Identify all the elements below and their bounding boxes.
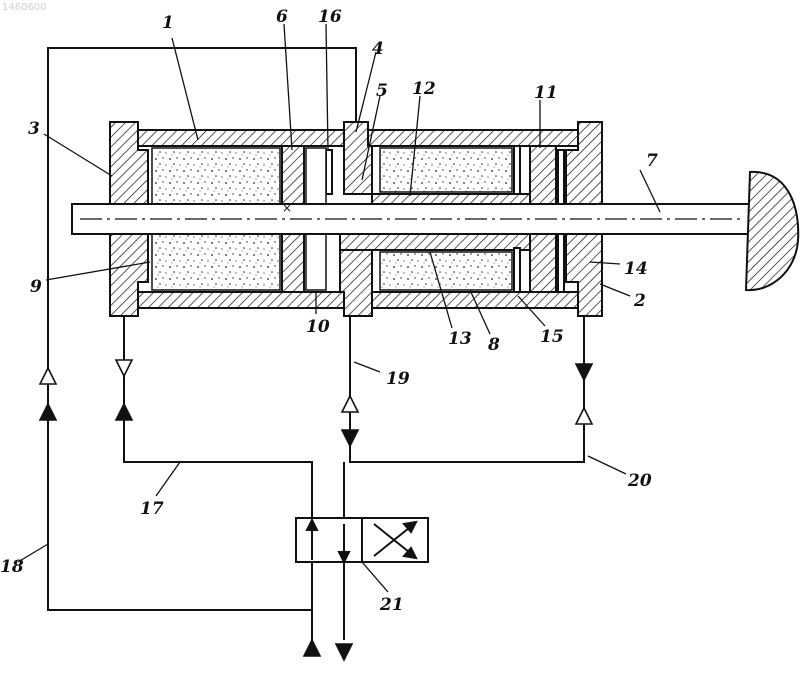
arrow-17-open xyxy=(116,360,132,376)
svg-text:×: × xyxy=(282,201,292,215)
label-10: 10 xyxy=(306,317,330,337)
label-13: 13 xyxy=(448,329,472,349)
label-14: 14 xyxy=(624,259,648,279)
line-17-left xyxy=(124,316,312,518)
label-21: 21 xyxy=(379,595,404,615)
label-7: 7 xyxy=(646,151,658,171)
directional-valve-21 xyxy=(296,518,428,562)
seal-15 xyxy=(514,248,520,292)
chamber-1-upper xyxy=(152,148,280,204)
label-6: 6 xyxy=(276,7,288,27)
label-1: 1 xyxy=(162,13,174,33)
watermark-text: 1460600 xyxy=(2,2,47,13)
flow-arrows xyxy=(40,360,592,660)
arrow-17-solid xyxy=(116,404,132,420)
label-5: 5 xyxy=(376,81,388,101)
arrow-18-open xyxy=(40,368,56,384)
arrow-20-solid xyxy=(576,364,592,380)
label-8: 8 xyxy=(487,335,500,355)
arrow-outlet xyxy=(336,644,352,660)
label-19: 19 xyxy=(386,369,410,389)
chamber-8-lower xyxy=(380,252,512,290)
seal-16 xyxy=(326,150,332,194)
label-17: 17 xyxy=(140,499,164,519)
seal-15-top xyxy=(514,146,520,194)
valve-left-box xyxy=(296,518,362,562)
piston-11-lower xyxy=(530,234,556,292)
center-port-block xyxy=(344,122,372,194)
arrow-19-open xyxy=(342,396,358,412)
piston-6-upper xyxy=(282,146,304,204)
arrow-inlet xyxy=(304,640,320,656)
chamber-9-lower xyxy=(152,234,280,290)
arrow-20-open xyxy=(576,408,592,424)
rod-load-end xyxy=(746,172,798,290)
label-9: 9 xyxy=(30,277,42,297)
arrow-18-solid xyxy=(40,404,56,420)
label-4: 4 xyxy=(372,39,384,59)
label-12: 12 xyxy=(412,79,436,99)
center-port-block-lower xyxy=(340,250,372,316)
piston-11-upper xyxy=(530,146,556,204)
piston-6-lower xyxy=(282,234,304,292)
label-16: 16 xyxy=(318,7,342,27)
inner-sleeve-upper xyxy=(372,194,532,204)
label-20: 20 xyxy=(627,471,652,491)
label-18: 18 xyxy=(0,557,24,577)
label-15: 15 xyxy=(540,327,564,347)
arrow-19-solid xyxy=(342,430,358,446)
inner-sleeve-lower xyxy=(340,234,532,250)
label-2: 2 xyxy=(633,291,646,311)
chamber-12-upper xyxy=(380,148,512,192)
label-3: 3 xyxy=(28,119,40,139)
label-11: 11 xyxy=(534,83,558,103)
